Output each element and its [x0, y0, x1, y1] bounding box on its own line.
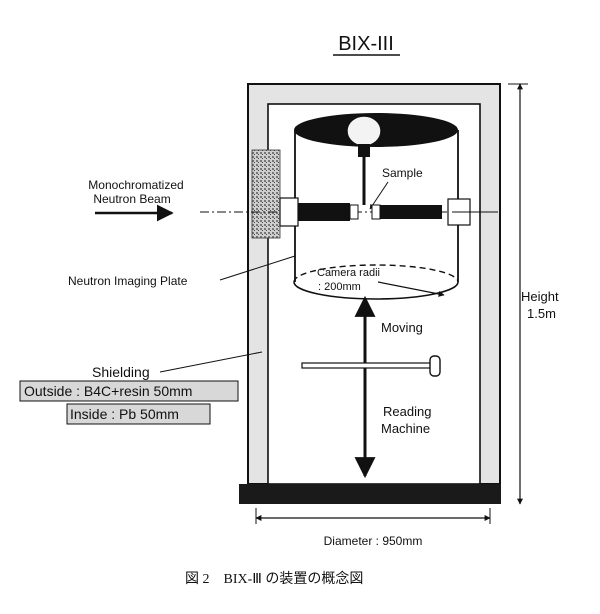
moving-label: Moving	[381, 320, 423, 335]
camera-radii-line2: : 200mm	[318, 281, 361, 293]
camera-radii-line1: Camera radii	[317, 267, 380, 279]
goniometer-head	[346, 115, 382, 147]
camera-radius-arrow	[377, 281, 445, 297]
shielding-label: Shielding	[92, 364, 150, 380]
shielding-leader	[159, 351, 263, 373]
reading-head	[429, 355, 441, 377]
shielding-block	[251, 149, 281, 239]
figure-caption: 図 2 BIX-Ⅲ の装置の概念図	[185, 570, 363, 587]
height-label: Height	[521, 289, 559, 304]
outside-spec: Outside : B4C+resin 50mm	[24, 383, 192, 399]
collimator-flange	[279, 197, 299, 227]
diagram-title: BIX-III	[338, 33, 394, 55]
beamstop-tip	[371, 204, 381, 220]
inside-spec: Inside : Pb 50mm	[70, 406, 179, 422]
diameter-label: Diameter : 950mm	[324, 534, 423, 548]
beam-label-line1: Monochromatized	[88, 178, 183, 192]
sample-label: Sample	[382, 166, 423, 180]
collimator	[298, 203, 350, 221]
base-plate	[239, 484, 501, 504]
inner-cavity	[267, 103, 481, 485]
cylinder-bottom-front	[293, 281, 459, 300]
height-value: 1.5m	[527, 306, 556, 321]
collimator-tip	[349, 204, 359, 220]
beam-label-line2: Neutron Beam	[93, 192, 170, 206]
inside-spec-box	[66, 403, 211, 425]
reading-label-line1: Reading	[383, 404, 431, 419]
cylinder-bottom-back	[293, 264, 459, 283]
imaging-plate-label: Neutron Imaging Plate	[68, 274, 188, 288]
imaging-plate-leader	[219, 255, 296, 281]
beam-stop	[380, 205, 442, 219]
reading-label-line2: Machine	[381, 421, 430, 436]
goniometer-mount	[358, 144, 370, 157]
reading-arm	[301, 362, 433, 369]
outside-spec-box	[19, 380, 239, 402]
